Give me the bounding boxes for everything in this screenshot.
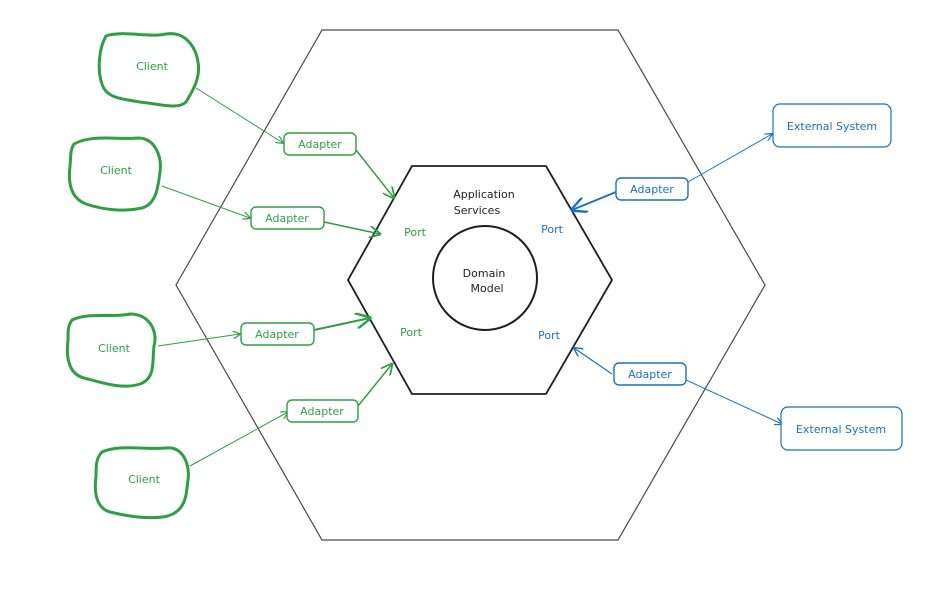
- domain-model-circle: [432, 225, 538, 331]
- outer-hexagon: [175, 29, 766, 541]
- domain-model-label-line1: Domain: [463, 267, 506, 280]
- adapter-label: Adapter: [265, 212, 309, 225]
- client-label: Client: [128, 473, 161, 486]
- adapter-box: [250, 206, 325, 230]
- client-label: Client: [98, 342, 131, 355]
- connector-client3-adapter3: [157, 334, 240, 347]
- client-cloud-shape: [65, 312, 157, 388]
- client-label: Client: [136, 60, 169, 73]
- adapter-box: [286, 399, 359, 423]
- connector-adapter4-port: [357, 364, 392, 407]
- adapter-blue-1[interactable]: Adapter: [615, 177, 689, 201]
- adapter-box: [615, 177, 689, 201]
- adapter-label: Adapter: [630, 183, 674, 196]
- adapter-box: [240, 322, 315, 346]
- client-cloud-shape: [97, 32, 201, 108]
- adapter-box: [283, 132, 357, 156]
- application-services-title-line1: Application: [453, 188, 514, 201]
- adapter-label: Adapter: [298, 138, 342, 151]
- connector-client1-adapter1: [195, 87, 283, 143]
- external-system-2[interactable]: External System: [780, 406, 903, 451]
- external-system-label: External System: [787, 120, 877, 133]
- external-system-1[interactable]: External System: [772, 103, 892, 148]
- external-system-box: [772, 103, 892, 148]
- connector-adapter1-port: [355, 149, 394, 198]
- port-green-bottom: Port: [400, 326, 422, 339]
- adapter-label: Adapter: [300, 405, 344, 418]
- application-services-title-line2: Services: [454, 204, 501, 217]
- adapter-green-4[interactable]: Adapter: [286, 399, 359, 423]
- inner-hexagon: [346, 165, 614, 395]
- domain-model-label-line2: Model: [470, 282, 503, 295]
- connector-client2-adapter2: [161, 185, 250, 218]
- port-blue-bottom: Port: [538, 329, 560, 342]
- adapter-green-3[interactable]: Adapter: [240, 322, 315, 346]
- port-blue-top: Port: [541, 223, 563, 236]
- port-green-top: Port: [404, 226, 426, 239]
- connector-blue-adapter1-port: [572, 191, 617, 210]
- connector-blue-adapter2-external2: [685, 379, 782, 424]
- adapter-box: [613, 362, 687, 386]
- client-cloud-4[interactable]: Client: [93, 446, 190, 520]
- connector-client4-adapter4: [189, 412, 288, 467]
- external-system-box: [780, 406, 903, 451]
- client-cloud-1[interactable]: Client: [97, 32, 201, 108]
- connector-adapter2-port: [323, 221, 380, 234]
- connector-blue-adapter2-port: [574, 348, 613, 375]
- client-cloud-shape: [93, 446, 190, 520]
- client-cloud-2[interactable]: Client: [67, 136, 162, 212]
- connector-adapter3-port: [313, 318, 370, 331]
- connector-blue-adapter1-external1: [687, 134, 772, 183]
- client-label: Client: [100, 164, 133, 177]
- external-system-label: External System: [796, 423, 886, 436]
- adapter-label: Adapter: [255, 328, 299, 341]
- adapter-blue-2[interactable]: Adapter: [613, 362, 687, 386]
- client-cloud-shape: [67, 136, 162, 212]
- adapter-green-1[interactable]: Adapter: [283, 132, 357, 156]
- adapter-green-2[interactable]: Adapter: [250, 206, 325, 230]
- adapter-label: Adapter: [628, 368, 672, 381]
- client-cloud-3[interactable]: Client: [65, 312, 157, 388]
